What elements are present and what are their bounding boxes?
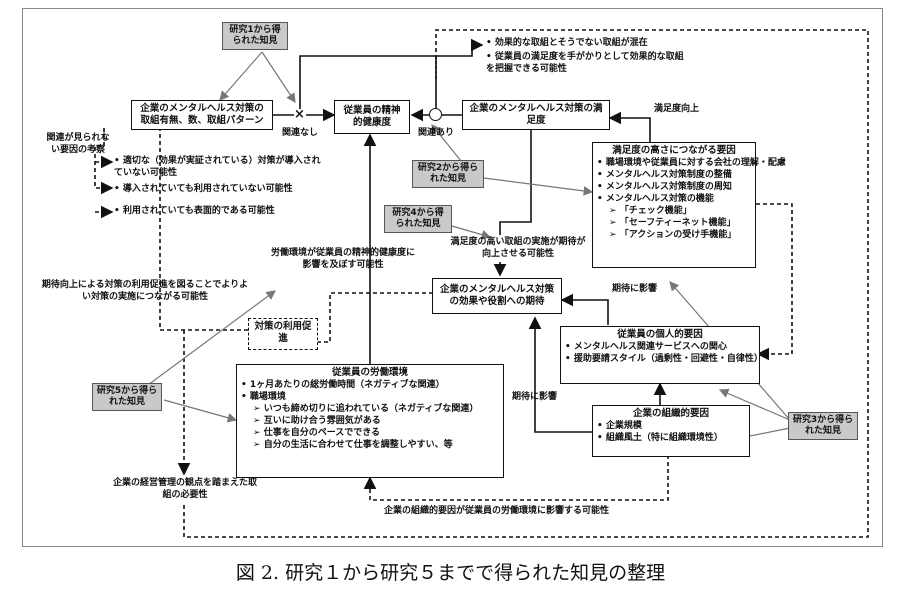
- work-env-title: 従業員の労働環境: [331, 367, 408, 378]
- sat-up-label: 満足度向上: [654, 104, 700, 114]
- edge-satup: [608, 111, 651, 142]
- study4-badge: 研究4から得られた知見: [384, 205, 452, 233]
- list-item: • 職場環境: [241, 392, 286, 402]
- personal-title: 従業員の個人的要因: [617, 329, 703, 340]
- reason-3: • 利用されていても表面的である可能性: [114, 206, 275, 216]
- reason-2: • 導入されていても利用されていない可能性: [114, 184, 293, 194]
- list-item: • 職場環境や従業員に対する会社の理解・配慮: [597, 158, 786, 168]
- list-item: ➢ 「チェック機能」: [609, 206, 692, 216]
- list-item: • 組織風土（特に組織環境性）: [597, 433, 723, 443]
- list-item: ➢ 「セーフティーネット機能」: [609, 218, 736, 228]
- study5-badge: 研究5から得られた知見: [92, 383, 162, 411]
- satisfaction-box: 企業のメンタルヘルス対策の満足度: [462, 100, 610, 130]
- figure-frame: [22, 8, 883, 547]
- study3-badge: 研究3から得られた知見: [788, 412, 858, 440]
- org-title: 企業の組織的要因: [632, 408, 709, 419]
- list-item: ➢ 仕事を自分のペースでできる: [253, 428, 381, 438]
- edge-top-loop: [299, 55, 437, 109]
- expect-up-label: 期待向上による対策の利用促進を図ることでよりよい対策の実施につながる可能性: [41, 280, 249, 302]
- list-item: • メンタルヘルス対策の機能: [597, 194, 714, 204]
- no-relation-cross-icon: ×: [294, 107, 305, 122]
- personal-factors-box: 従業員の個人的要因 • メンタルヘルス関連サービスへの関心 • 援助要請スタイル…: [560, 326, 763, 384]
- edge-org-expect: [528, 316, 592, 433]
- usage-promotion-box: 対策の利用促進: [248, 318, 318, 350]
- work-env-effect-label: 労働環境が従業員の精神的健康度に影響を及ぼす可能性: [270, 248, 415, 270]
- reason-1: • 適切な（効果が実証されている）対策が導入されていない可能性: [114, 156, 321, 178]
- mixed-2: • 従業員の満足度を手がかりとして効果的な取組を把握できる可能性: [486, 52, 684, 74]
- list-item: ➢ いつも締め切りに追われている（ネガティブな関連）: [253, 404, 479, 414]
- study2-badge: 研究2から得られた知見: [412, 160, 484, 188]
- list-item: • メンタルヘルス対策制度の周知: [597, 182, 732, 192]
- list-item: ➢ 自分の生活に合わせて仕事を調整しやすい、等: [253, 440, 453, 450]
- edge-to-mixed: [436, 38, 484, 57]
- affect-expect-label-1: 期待に影響: [612, 284, 658, 294]
- list-item: • 援助要請スタイル（過剰性・回避性・自律性）: [565, 354, 763, 364]
- list-item: • メンタルヘルス対策制度の整備: [597, 170, 732, 180]
- list-item: • メンタルヘルス関連サービスへの関心: [565, 342, 727, 352]
- high-sat-factors-box: 満足度の高さにつながる要因 • 職場環境や従業員に対する会社の理解・配慮 • メ…: [592, 142, 786, 268]
- list-item: ➢ 互いに助け合う雰囲気がある: [253, 416, 381, 426]
- relation-circle-icon: [429, 108, 442, 121]
- list-item: • 1ヶ月あたりの総労働時間（ネガティブな関連）: [241, 380, 445, 390]
- list-item: • 企業規模: [597, 421, 642, 431]
- list-item: ➢ 「アクションの受け手機能」: [609, 230, 737, 240]
- edge-sat-impl: [499, 128, 532, 235]
- mental-health-box: 従業員の精神的健康度: [334, 100, 410, 134]
- org-work-label: 企業の組織的要因が従業員の労働環境に影響する可能性: [384, 506, 610, 516]
- study1-badge: 研究1から得られた知見: [222, 22, 288, 50]
- edge-personal-expect: [560, 293, 609, 325]
- mixed-1: • 効果的な取組とそうでない取組が混在: [486, 38, 648, 48]
- no-relation-label: 関連なし: [282, 128, 319, 138]
- mh-measures-box: 企業のメンタルヘルス対策の取組有無、数、取組パターン: [131, 100, 273, 130]
- relation-label: 関連あり: [418, 128, 455, 138]
- mgmt-label: 企業の経営管理の観点を踏まえた取組の必要性: [112, 478, 257, 500]
- affect-expect-label-2: 期待に影響: [512, 392, 558, 402]
- high-sat-impl-label: 満足度の高い取組の実施が期待が向上させる可能性: [450, 237, 586, 259]
- figure-caption: 図 2. 研究１から研究５までで得られた知見の整理: [235, 562, 666, 584]
- high-sat-title: 満足度の高さにつながる要因: [612, 145, 736, 156]
- org-factors-box: 企業の組織的要因 • 企業規模 • 組織風土（特に組織環境性）: [592, 405, 750, 457]
- work-env-box: 従業員の労働環境 • 1ヶ月あたりの総労働時間（ネガティブな関連） • 職場環境…: [236, 364, 504, 478]
- unrelated-factors-label: 関連が見られない要因の考察: [46, 133, 110, 155]
- expectation-box: 企業のメンタルヘルス対策の効果や役割への期待: [432, 278, 562, 314]
